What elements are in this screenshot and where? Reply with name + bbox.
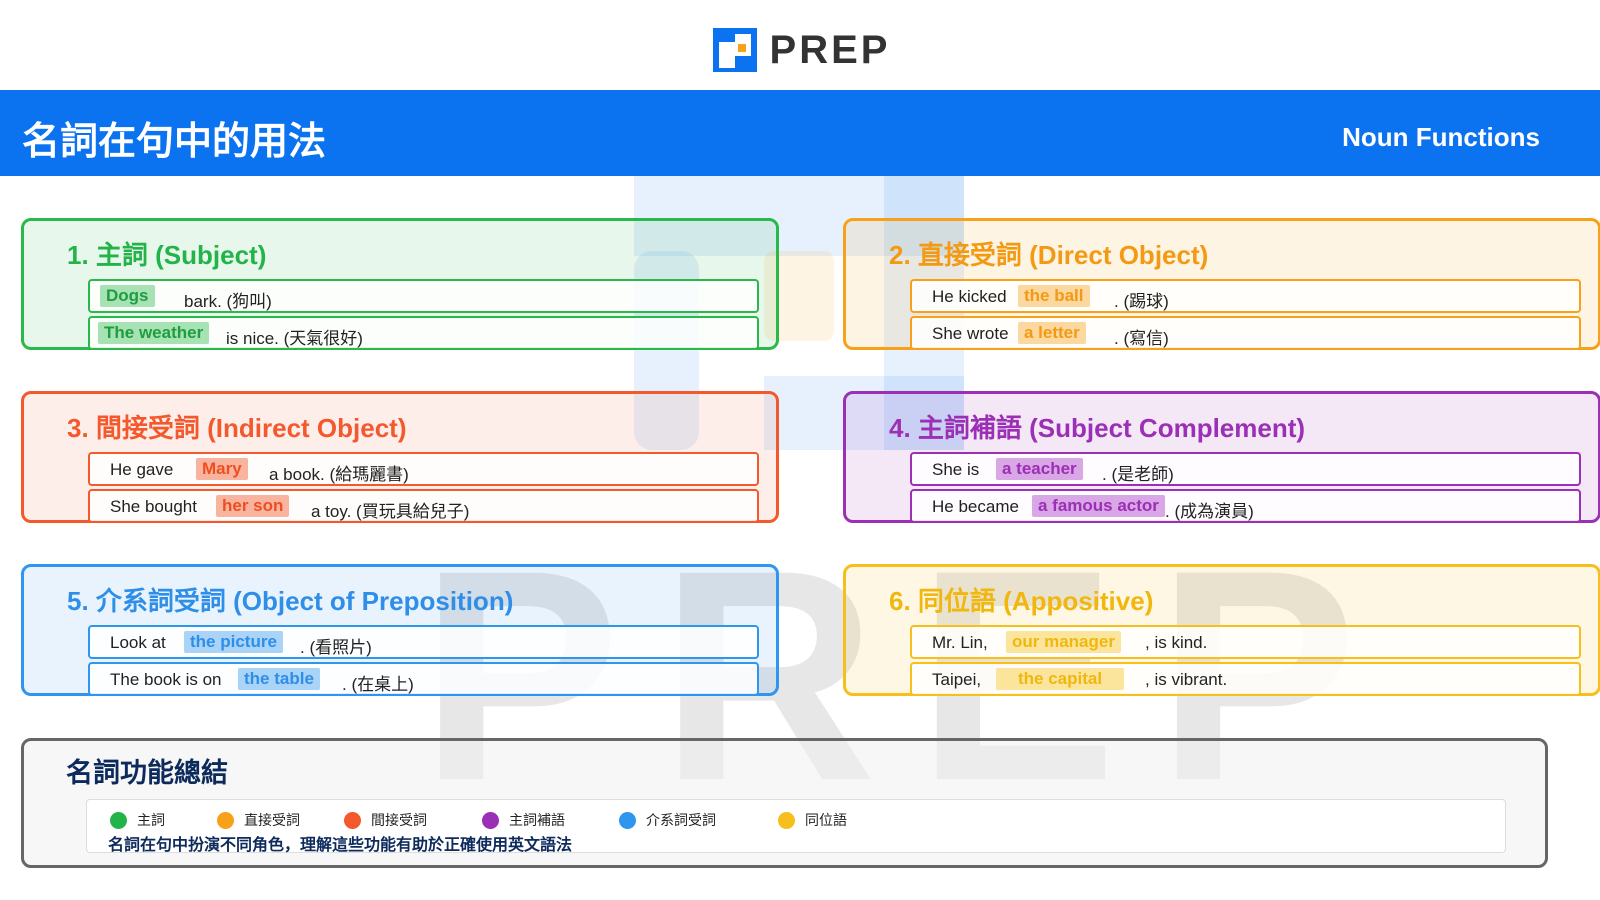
example-text: , is kind. bbox=[1145, 633, 1208, 652]
card-appositive: 6. 同位語 (Appositive) Mr. Lin, our manager… bbox=[843, 564, 1600, 696]
example-row: Dogs bark. (狗叫) bbox=[88, 279, 759, 313]
example-text: . (踢球) bbox=[1114, 292, 1169, 311]
example-row: Mr. Lin, our manager , is kind. bbox=[910, 625, 1581, 659]
example-text: She bought bbox=[110, 497, 197, 516]
legend-item-subject: 主詞 bbox=[110, 810, 165, 830]
noun-highlight: our manager bbox=[1006, 631, 1121, 653]
legend-item-appositive: 同位語 bbox=[778, 810, 847, 830]
card-title: 1. 主詞 (Subject) bbox=[67, 240, 267, 270]
example-text: . (在桌上) bbox=[342, 675, 414, 694]
legend-item-indirect-object: 間接受詞 bbox=[344, 810, 427, 830]
blue-dot-icon bbox=[619, 811, 636, 829]
legend-box: 主詞 直接受詞 間接受詞 主詞補語 介系詞受詞 同位語 名詞在句中扮演不同角色，… bbox=[86, 799, 1506, 854]
example-text: She wrote bbox=[932, 324, 1009, 343]
noun-highlight: the table bbox=[238, 668, 320, 690]
orange-dot-icon bbox=[217, 811, 234, 829]
card-title: 6. 同位語 (Appositive) bbox=[889, 586, 1154, 616]
legend-item-direct-object: 直接受詞 bbox=[217, 810, 300, 830]
noun-highlight: the capital bbox=[996, 668, 1125, 690]
example-text: . (是老師) bbox=[1102, 465, 1174, 484]
noun-highlight: the picture bbox=[184, 631, 283, 653]
purple-dot-icon bbox=[482, 811, 499, 829]
example-text: is nice. (天氣很好) bbox=[226, 329, 363, 348]
legend-label: 間接受詞 bbox=[371, 812, 427, 828]
example-text: He kicked bbox=[932, 287, 1007, 306]
green-dot-icon bbox=[110, 811, 127, 829]
noun-highlight: a teacher bbox=[996, 458, 1083, 480]
legend-item-object-of-preposition: 介系詞受詞 bbox=[619, 810, 716, 830]
prep-logo-icon bbox=[712, 28, 757, 72]
card-indirect-object: 3. 間接受詞 (Indirect Object) He gave Mary a… bbox=[21, 391, 779, 523]
card-subject: 1. 主詞 (Subject) Dogs bark. (狗叫) The weat… bbox=[21, 218, 779, 350]
example-row: Taipei, the capital , is vibrant. bbox=[910, 662, 1581, 696]
title-banner: 名詞在句中的用法 Noun Functions bbox=[0, 90, 1600, 176]
example-text: . (成為演員) bbox=[1165, 502, 1254, 521]
example-text: , is vibrant. bbox=[1145, 670, 1228, 689]
example-text: Taipei, bbox=[932, 670, 982, 689]
card-title: 3. 間接受詞 (Indirect Object) bbox=[67, 413, 407, 443]
yellow-dot-icon bbox=[778, 811, 795, 829]
noun-highlight: Dogs bbox=[100, 285, 155, 307]
legend-label: 介系詞受詞 bbox=[646, 812, 716, 828]
card-title: 2. 直接受詞 (Direct Object) bbox=[889, 240, 1209, 270]
legend-label: 主詞 bbox=[137, 812, 165, 828]
card-title: 5. 介系詞受詞 (Object of Preposition) bbox=[67, 586, 514, 616]
example-text: He gave bbox=[110, 460, 174, 479]
example-text: . (看照片) bbox=[300, 638, 372, 657]
summary-note: 名詞在句中扮演不同角色，理解這些功能有助於正確使用英文語法 bbox=[108, 835, 573, 854]
example-row: He gave Mary a book. (給瑪麗書) bbox=[88, 452, 759, 486]
summary-panel: 名詞功能總結 主詞 直接受詞 間接受詞 主詞補語 介系詞受詞 同位語 名詞在句中… bbox=[21, 738, 1548, 868]
legend-item-subject-complement: 主詞補語 bbox=[482, 810, 565, 830]
example-text: She is bbox=[932, 460, 980, 479]
example-text: Mr. Lin, bbox=[932, 633, 988, 652]
card-object-of-preposition: 5. 介系詞受詞 (Object of Preposition) Look at… bbox=[21, 564, 779, 696]
example-text: . (寫信) bbox=[1114, 329, 1169, 348]
noun-highlight: The weather bbox=[98, 322, 210, 344]
example-row: She bought her son a toy. (買玩具給兒子) bbox=[88, 489, 759, 523]
noun-highlight: a famous actor bbox=[1032, 495, 1165, 517]
card-title: 4. 主詞補語 (Subject Complement) bbox=[889, 413, 1306, 443]
card-subject-complement: 4. 主詞補語 (Subject Complement) She is a te… bbox=[843, 391, 1600, 523]
page-subtitle: Noun Functions bbox=[1342, 122, 1540, 152]
prep-logo: PREP bbox=[0, 22, 1600, 78]
example-row: The book is on the table . (在桌上) bbox=[88, 662, 759, 696]
watermark-logo-icon bbox=[634, 176, 964, 450]
logo-text: PREP bbox=[769, 27, 891, 72]
noun-highlight: Mary bbox=[196, 458, 248, 480]
example-row: She wrote a letter . (寫信) bbox=[910, 316, 1581, 350]
example-text: a book. (給瑪麗書) bbox=[269, 465, 409, 484]
legend-label: 直接受詞 bbox=[244, 812, 300, 828]
example-text: He became bbox=[932, 497, 1019, 516]
example-text: bark. (狗叫) bbox=[184, 292, 272, 311]
example-row: She is a teacher . (是老師) bbox=[910, 452, 1581, 486]
legend-label: 主詞補語 bbox=[509, 812, 565, 828]
summary-title: 名詞功能總結 bbox=[66, 758, 228, 789]
example-row: He became a famous actor . (成為演員) bbox=[910, 489, 1581, 523]
legend-label: 同位語 bbox=[805, 812, 847, 828]
card-direct-object: 2. 直接受詞 (Direct Object) He kicked the ba… bbox=[843, 218, 1600, 350]
noun-highlight: her son bbox=[216, 495, 290, 517]
example-text: a toy. (買玩具給兒子) bbox=[311, 502, 470, 521]
example-row: The weather is nice. (天氣很好) bbox=[88, 316, 759, 350]
page-title: 名詞在句中的用法 bbox=[22, 119, 327, 163]
noun-highlight: the ball bbox=[1018, 285, 1090, 307]
example-text: The book is on bbox=[110, 670, 222, 689]
noun-highlight: a letter bbox=[1018, 322, 1086, 344]
example-row: He kicked the ball . (踢球) bbox=[910, 279, 1581, 313]
red-dot-icon bbox=[344, 811, 361, 829]
example-text: Look at bbox=[110, 633, 166, 652]
example-row: Look at the picture . (看照片) bbox=[88, 625, 759, 659]
